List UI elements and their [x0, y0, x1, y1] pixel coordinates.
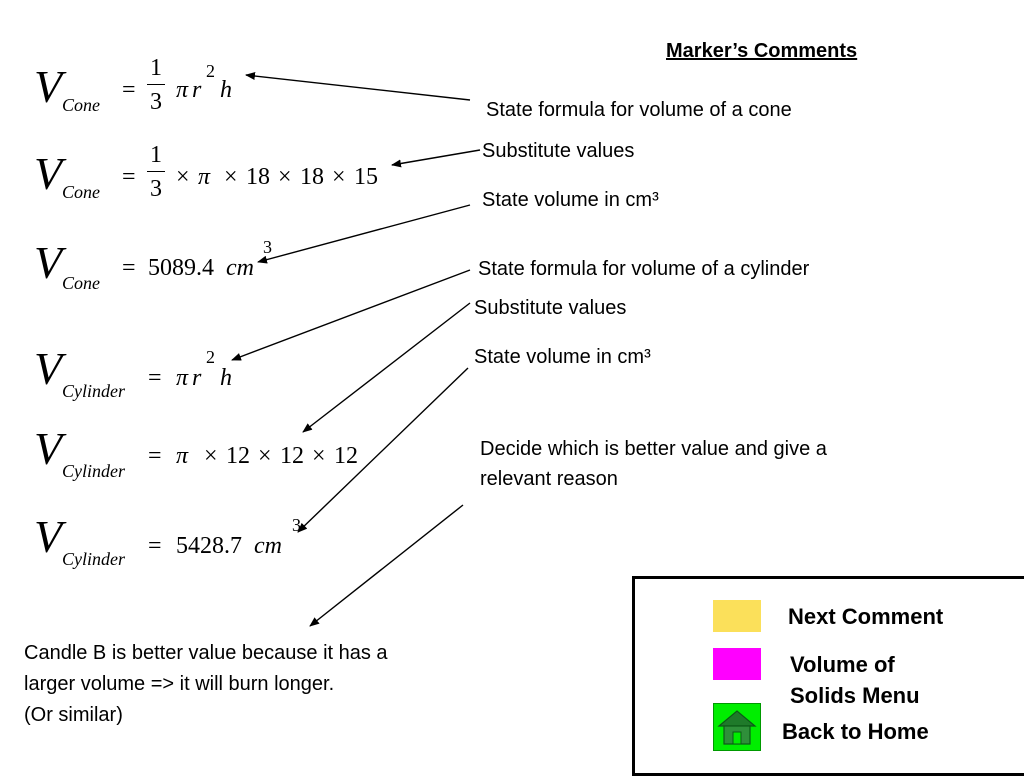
- value-radius: 18: [246, 164, 270, 190]
- navigation-panel: Next Comment Volume of Solids Menu Back …: [632, 576, 1024, 776]
- comment-cone-substitute: Substitute values: [482, 140, 635, 162]
- unit-exponent: 3: [263, 237, 272, 257]
- pi-symbol: π: [176, 77, 189, 103]
- times-sign: ×: [332, 164, 346, 190]
- volume-symbol: V: [34, 343, 63, 394]
- height-symbol: h: [220, 77, 232, 103]
- home-icon: [717, 710, 757, 745]
- equation-cone-formula: V Cone = 1 3 π r 2 h: [34, 56, 274, 128]
- equation-cylinder-volume: V Cylinder = 5428.7 cm 3: [34, 512, 334, 572]
- fraction-one-third: 1 3: [146, 56, 166, 114]
- equation-cone-volume: V Cone = 5089.4 cm 3: [34, 238, 294, 298]
- equals-sign: =: [122, 77, 136, 103]
- volume-menu-label-line2[interactable]: Solids Menu: [790, 683, 920, 708]
- times-sign: ×: [258, 443, 272, 469]
- home-button[interactable]: [713, 703, 761, 751]
- answer-line: (Or similar): [24, 704, 123, 726]
- arrow-cone-formula: [245, 72, 471, 101]
- comment-cone-formula: State formula for volume of a cone: [486, 99, 792, 121]
- pi-symbol: π: [176, 443, 189, 469]
- arrow-answer: [309, 504, 464, 627]
- subscript-cone: Cone: [62, 273, 100, 293]
- value-height: 15: [354, 164, 378, 190]
- pi-symbol: π: [176, 365, 189, 391]
- equals-sign: =: [122, 255, 136, 281]
- numerator: 1: [150, 55, 162, 81]
- volume-symbol: V: [34, 237, 63, 288]
- radius-symbol: r: [192, 77, 202, 103]
- equation-cone-substitution: V Cone = 1 3 × π × 18 × 18 × 15: [34, 143, 414, 215]
- comment-better-value-line2: relevant reason: [480, 468, 618, 490]
- pi-symbol: π: [198, 164, 211, 190]
- unit-cm: cm: [226, 255, 254, 281]
- times-sign: ×: [312, 443, 326, 469]
- value-height: 12: [334, 443, 358, 469]
- subscript-cylinder: Cylinder: [62, 461, 125, 481]
- equation-cylinder-substitution: V Cylinder = π × 12 × 12 × 12: [34, 424, 394, 484]
- arrow-cylinder-volume: [297, 367, 469, 533]
- unit-cm: cm: [254, 533, 282, 559]
- next-comment-button[interactable]: [713, 600, 761, 632]
- volume-symbol: V: [34, 61, 63, 112]
- cylinder-volume-value: 5428.7: [176, 533, 242, 559]
- times-sign: ×: [204, 443, 218, 469]
- volume-menu-button[interactable]: [713, 648, 761, 680]
- arrow-cone-volume: [257, 204, 471, 264]
- answer-line: Candle B is better value because it has …: [24, 642, 388, 664]
- equals-sign: =: [148, 533, 162, 559]
- times-sign: ×: [224, 164, 238, 190]
- equation-cylinder-formula: V Cylinder = π r 2 h: [34, 344, 274, 404]
- value-radius: 12: [226, 443, 250, 469]
- answer-text: Candle B is better value because it has …: [24, 638, 388, 731]
- subscript-cone: Cone: [62, 182, 100, 202]
- denominator: 3: [150, 89, 162, 115]
- volume-symbol: V: [34, 148, 63, 199]
- fraction-one-third: 1 3: [146, 143, 166, 201]
- answer-line: larger volume => it will burn longer.: [24, 673, 335, 695]
- subscript-cone: Cone: [62, 95, 100, 115]
- cone-volume-value: 5089.4: [148, 255, 214, 281]
- equals-sign: =: [122, 164, 136, 190]
- value-radius: 18: [300, 164, 324, 190]
- numerator: 1: [150, 142, 162, 168]
- comment-cone-volume: State volume in cm³: [482, 189, 659, 211]
- exponent-two: 2: [206, 347, 215, 367]
- unit-exponent: 3: [292, 515, 301, 535]
- comment-cylinder-formula: State formula for volume of a cylinder: [478, 258, 810, 280]
- comment-cylinder-substitute: Substitute values: [474, 297, 627, 319]
- times-sign: ×: [278, 164, 292, 190]
- comment-better-value-line1: Decide which is better value and give a: [480, 438, 827, 460]
- height-symbol: h: [220, 365, 232, 391]
- back-to-home-label[interactable]: Back to Home: [782, 719, 929, 744]
- subscript-cylinder: Cylinder: [62, 381, 125, 401]
- volume-menu-label-line1[interactable]: Volume of: [790, 652, 895, 677]
- comment-cylinder-volume: State volume in cm³: [474, 346, 651, 368]
- volume-symbol: V: [34, 511, 63, 562]
- subscript-cylinder: Cylinder: [62, 549, 125, 569]
- equals-sign: =: [148, 443, 162, 469]
- arrow-cylinder-formula: [231, 269, 471, 361]
- exponent-two: 2: [206, 61, 215, 81]
- equals-sign: =: [148, 365, 162, 391]
- denominator: 3: [150, 176, 162, 202]
- radius-symbol: r: [192, 365, 202, 391]
- arrow-cone-substitute: [391, 149, 481, 168]
- volume-symbol: V: [34, 423, 63, 474]
- arrow-cylinder-substitute: [302, 302, 471, 433]
- next-comment-label[interactable]: Next Comment: [788, 604, 944, 629]
- page-title: Marker’s Comments: [666, 40, 858, 62]
- times-sign: ×: [176, 164, 190, 190]
- value-radius: 12: [280, 443, 304, 469]
